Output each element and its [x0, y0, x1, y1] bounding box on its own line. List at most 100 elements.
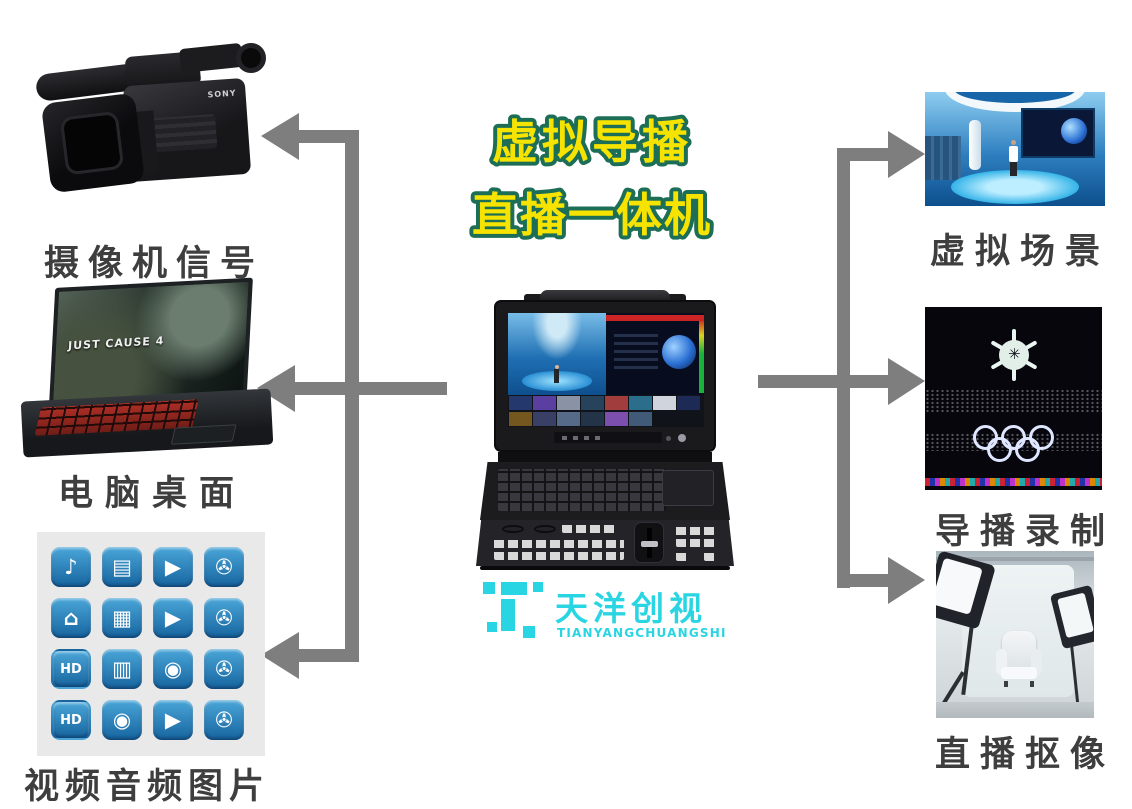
film-reel-icon: ◉ — [102, 700, 142, 740]
studio-floor — [936, 702, 1094, 718]
audio-meter — [699, 321, 704, 393]
thumbnail — [677, 396, 700, 410]
olympic-ring — [1015, 437, 1040, 462]
clip-play-icon: ▶ — [153, 700, 193, 740]
earth-graphic — [662, 335, 696, 369]
film-frames-icon: ▦ — [102, 598, 142, 638]
camera-brand-text: SONY — [207, 88, 237, 100]
tianyang-t-logo-icon — [483, 582, 543, 644]
movie-camera-icon: ✇ — [204, 547, 244, 587]
presenter-figure — [554, 365, 559, 383]
thumbnail — [509, 411, 532, 426]
arrow-to-recording — [888, 358, 925, 405]
main-title: 虚拟导播 直播一体机 — [440, 98, 744, 248]
thumbnail — [509, 396, 532, 410]
power-button — [678, 434, 686, 442]
camera-lens-hood — [40, 92, 146, 194]
switcher-machine-figure — [476, 290, 734, 570]
keying-label: 直播抠像 — [935, 735, 1116, 775]
keyboard-deck — [480, 462, 730, 520]
film-cells-icon: ▥ — [102, 649, 142, 689]
thumbnail — [581, 396, 604, 410]
bezel-button-strip — [554, 432, 662, 443]
preview-pane — [508, 313, 606, 395]
snowflake-icon: ✳ — [986, 327, 1042, 383]
video-play-icon: ▶ — [153, 598, 193, 638]
title-line2: 直播一体机 — [472, 188, 712, 242]
machine-hinge — [498, 452, 712, 462]
camera-viewfinder-arm — [178, 42, 244, 74]
switcher-control-deck — [476, 520, 734, 566]
switcher-button-b — [704, 551, 718, 561]
virtual-scene-label: 虚拟场景 — [930, 232, 1111, 272]
thumbnail — [557, 396, 580, 410]
thumbnail — [533, 396, 556, 410]
virtual-scene-figure — [925, 92, 1105, 206]
laptop-label: 电脑桌面 — [58, 474, 247, 514]
city-backdrop — [925, 136, 961, 180]
stage-light-strip — [925, 478, 1102, 486]
t-bar-fader — [634, 522, 664, 563]
ui-panel-lines — [614, 329, 658, 369]
bezel-button — [595, 435, 600, 440]
laptop-trackpad — [170, 424, 237, 445]
knob-right — [534, 525, 556, 533]
bezel-button — [562, 435, 567, 440]
camera-label: 摄像机信号 — [44, 244, 265, 284]
machine-keyboard — [498, 469, 666, 511]
film-strip-icon: ▤ — [102, 547, 142, 587]
machine-screen — [508, 313, 704, 427]
left-arrow-trunk — [345, 130, 359, 662]
studio-camera-icon: ✇ — [204, 649, 244, 689]
machine-trackpad — [662, 470, 714, 506]
switcher-button-a — [676, 551, 690, 561]
recording-figure: ✳ — [925, 307, 1102, 490]
arrow-to-virtual-scene — [888, 131, 925, 178]
laptop-screen: JUST CAUSE 4 — [49, 277, 253, 405]
tripod-camera-icon: ✇ — [204, 598, 244, 638]
knob-left — [502, 525, 524, 533]
switcher-buttons-right — [676, 523, 718, 547]
arrow-to-media — [261, 632, 299, 679]
earth-graphic — [1061, 118, 1087, 144]
film-play-icon: ▶ — [153, 547, 193, 587]
switcher-buttons-main — [494, 536, 624, 560]
thumbnail — [629, 396, 652, 410]
thumbnail — [653, 396, 676, 410]
camera-eyepiece — [236, 43, 266, 73]
keying-studio-figure — [936, 551, 1094, 718]
studio-led-screen — [1021, 108, 1095, 158]
crowd-lights — [925, 389, 1102, 413]
thumbnail — [605, 396, 628, 410]
brand-name-en: TIANYANGCHUANGSHI — [557, 626, 727, 640]
thumbnail — [605, 411, 628, 426]
round-play-icon: ◉ — [153, 649, 193, 689]
hd-film-icon: HD — [51, 700, 91, 740]
record-bar — [606, 315, 704, 321]
thumbnail — [557, 411, 580, 426]
camcorder-icon: ✇ — [204, 700, 244, 740]
laptop-figure: JUST CAUSE 4 — [20, 277, 274, 463]
brand-name-cn: 天洋创视 — [555, 589, 707, 628]
machine-lid — [494, 300, 716, 452]
thumbnail — [533, 411, 556, 426]
studio-pillar — [969, 120, 981, 170]
camera-figure: SONY — [30, 38, 266, 233]
arrow-to-camera — [261, 113, 299, 160]
hd-monitor-icon: HD — [51, 649, 91, 689]
title-line1: 虚拟导播 — [492, 115, 692, 169]
white-armchair — [996, 631, 1042, 687]
reset-button — [666, 436, 671, 441]
presenter-figure — [1009, 140, 1018, 176]
machine-base — [480, 566, 730, 570]
source-thumbnails — [508, 395, 704, 427]
camera-lens-glass — [59, 110, 125, 176]
ceiling-rail — [936, 557, 1094, 561]
olympic-ring — [987, 437, 1012, 462]
thumbnail — [581, 411, 604, 426]
home-theater-icon: ⌂ — [51, 598, 91, 638]
thumbnail — [629, 411, 652, 426]
speaker-icon: ♪ — [51, 547, 91, 587]
program-pane — [606, 313, 704, 395]
